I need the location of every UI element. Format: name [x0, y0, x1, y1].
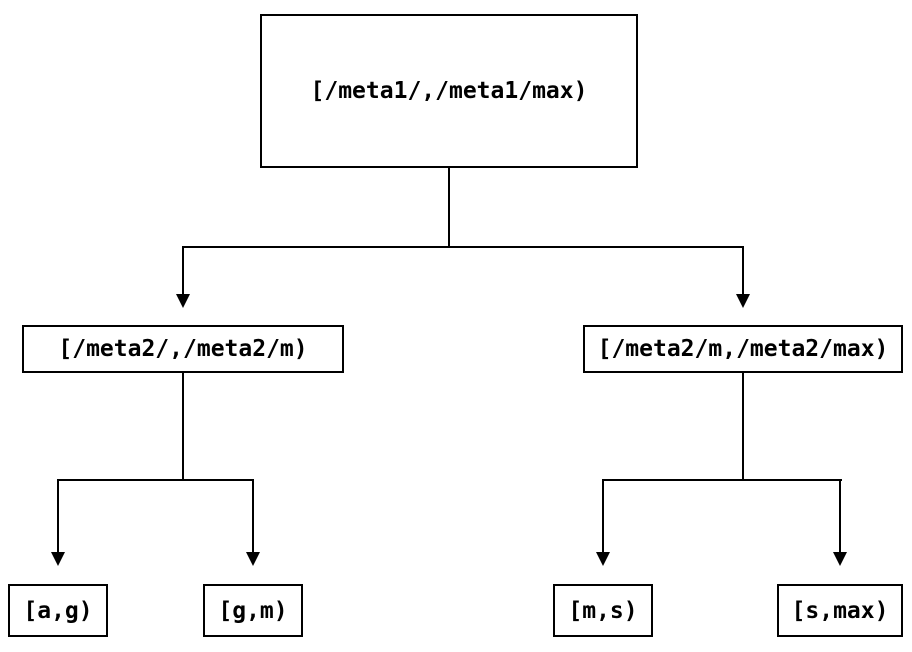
connector-drop-to-leaf-g-m	[252, 479, 254, 552]
node-leaf-a-g: [a,g)	[8, 584, 108, 637]
connector-level2-left-stem	[182, 373, 184, 480]
connector-root-crossbar	[182, 246, 744, 248]
connector-drop-to-level2-left	[182, 246, 184, 294]
node-leaf-g-m: [g,m)	[203, 584, 303, 637]
node-level2-left-interval: [/meta2/,/meta2/m)	[22, 325, 344, 373]
arrow-down-icon	[833, 552, 847, 566]
arrow-down-icon	[51, 552, 65, 566]
connector-drop-to-leaf-s-max	[839, 479, 841, 552]
connector-drop-to-level2-right	[742, 246, 744, 294]
node-leaf-m-s: [m,s)	[553, 584, 653, 637]
connector-level2-right-crossbar	[602, 479, 842, 481]
node-level2-right-interval: [/meta2/m,/meta2/max)	[583, 325, 903, 373]
connector-level2-right-stem	[742, 373, 744, 480]
connector-drop-to-leaf-a-g	[57, 479, 59, 552]
node-leaf-s-max: [s,max)	[777, 584, 903, 637]
node-root-interval: [/meta1/,/meta1/max)	[260, 14, 638, 168]
arrow-down-icon	[176, 294, 190, 308]
connector-level2-left-crossbar	[57, 479, 254, 481]
connector-drop-to-leaf-m-s	[602, 479, 604, 552]
arrow-down-icon	[246, 552, 260, 566]
arrow-down-icon	[596, 552, 610, 566]
connector-root-stem	[448, 168, 450, 246]
arrow-down-icon	[736, 294, 750, 308]
